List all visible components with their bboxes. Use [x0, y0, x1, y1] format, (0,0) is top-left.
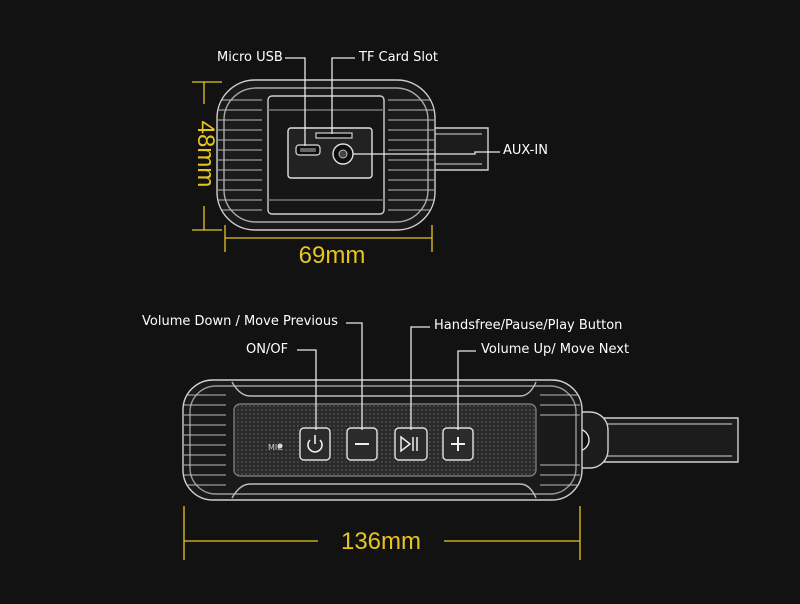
power-button[interactable] [299, 427, 331, 461]
callout-volume-down [346, 322, 363, 430]
volume-down-button[interactable] [346, 427, 378, 461]
speaker-grille [233, 403, 537, 477]
plus-icon [451, 437, 465, 451]
callout-volume-up [457, 350, 476, 430]
label-tf-card-slot: TF Card Slot [359, 50, 439, 65]
callout-micro-usb [285, 57, 306, 146]
top-callout-lines [285, 57, 500, 155]
top-ribs-right [388, 99, 434, 211]
label-handsfree: Handsfree/Pause/Play Button [434, 318, 623, 333]
tf-slot-icon [315, 132, 353, 139]
top-view-speaker [216, 79, 489, 231]
play-pause-icon [400, 435, 418, 453]
dimension-height: 48mm [192, 120, 219, 188]
label-volume-down: Volume Down / Move Previous [142, 314, 338, 329]
label-volume-up: Volume Up/ Move Next [481, 342, 630, 357]
callout-tf-slot [331, 57, 355, 134]
callout-aux-in [353, 151, 500, 155]
port-cover [287, 127, 373, 179]
dimension-width: 69mm [298, 242, 366, 269]
mic-icon: MIC [268, 443, 283, 452]
volume-up-button[interactable] [442, 427, 474, 461]
power-icon [307, 435, 323, 453]
aux-jack-icon [332, 143, 354, 165]
play-pause-button[interactable] [394, 427, 428, 461]
usb-port-icon [295, 144, 321, 156]
callout-on-off [297, 349, 317, 430]
top-body-inner [223, 87, 429, 223]
svg-text:MIC: MIC [268, 443, 283, 452]
strap-front [555, 411, 739, 469]
label-on-off: ON/OF [246, 342, 289, 357]
callout-handsfree [410, 326, 430, 430]
label-micro-usb: Micro USB [217, 50, 283, 65]
top-ribs-left [218, 99, 262, 211]
front-callout-lines [297, 322, 476, 430]
dimension-length: 136mm [340, 528, 422, 555]
strap-top [430, 127, 489, 171]
label-aux-in: AUX-IN [503, 143, 548, 158]
